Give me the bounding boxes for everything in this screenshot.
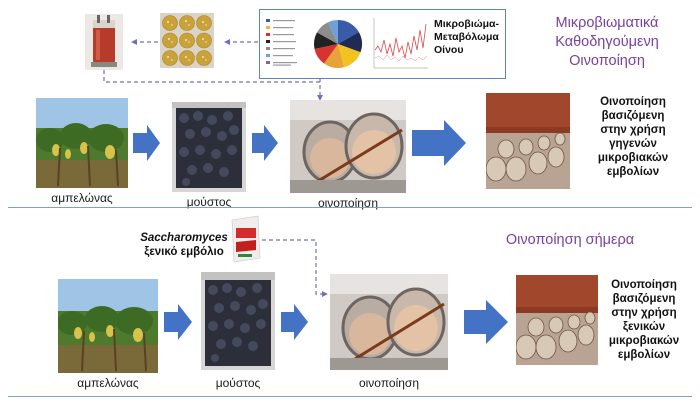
arrow-right-icon bbox=[252, 125, 278, 161]
figure-title-line: Μικροβιώμα- bbox=[434, 18, 499, 30]
result-line: εμβολίων bbox=[606, 166, 660, 178]
microbiome-pie-chart bbox=[313, 19, 362, 68]
heading-line: Καθοδηγούμενη bbox=[555, 34, 659, 50]
step-label-must-top: μούστος bbox=[186, 195, 232, 209]
result-line: βασιζόμενη bbox=[601, 110, 665, 122]
yeast-inoculum: ξενικό εμβόλιο bbox=[144, 246, 224, 258]
figure-title-line: Μεταβόλωμα bbox=[434, 31, 499, 43]
step-label-vineyard-top: αμπελώνας bbox=[51, 191, 113, 205]
result-line: στην χρήση bbox=[600, 124, 666, 136]
microbiome-guided-heading: Μικροβιωματικά Καθοδηγούμενη Οινοποίηση bbox=[522, 14, 692, 71]
result-line: στην χρήση bbox=[611, 307, 677, 319]
step-label-vineyard-bottom: αμπελώνας bbox=[77, 376, 139, 390]
fermentation-photo-top bbox=[290, 100, 406, 193]
saccharomyces-label: Saccharomyces ξενικό εμβόλιο bbox=[138, 231, 230, 259]
step-label-must-bottom: μούστος bbox=[215, 376, 261, 390]
vineyard-photo-bottom bbox=[58, 279, 158, 373]
result-description-bottom: Οινοποίηση βασιζόμενη στην χρήση ξενικών… bbox=[596, 278, 692, 362]
yeast-product-photo bbox=[228, 214, 264, 264]
result-line: εμβολίων bbox=[617, 349, 671, 361]
result-description-top: Οινοποίηση βασιζόμενη στην χρήση γηγενών… bbox=[574, 95, 692, 179]
arrow-right-icon bbox=[412, 120, 466, 166]
result-line: Οινοποίηση bbox=[611, 279, 677, 291]
arrow-right-icon bbox=[464, 300, 508, 344]
result-line: ξενικών bbox=[622, 321, 666, 333]
fermentation-photo-bottom bbox=[330, 274, 448, 370]
must-photo-top bbox=[172, 102, 246, 192]
barrel-cellar-photo-bottom bbox=[516, 275, 598, 365]
figure-title-line: Οίνου bbox=[434, 44, 464, 56]
must-photo-bottom bbox=[201, 272, 275, 370]
step-label-fermentation-bottom: οινοποίηση bbox=[358, 376, 420, 390]
result-line: βασιζόμενη bbox=[612, 293, 676, 305]
microbiome-metabolome-title: Μικροβιώμα- Μεταβόλωμα Οίνου bbox=[434, 18, 504, 57]
yeast-genus: Saccharomyces bbox=[140, 232, 228, 244]
arrow-right-icon bbox=[133, 125, 160, 161]
section-divider bbox=[8, 207, 692, 208]
winemaking-today-heading: Οινοποίηση σήμερα bbox=[505, 232, 635, 248]
pie-legend bbox=[266, 19, 297, 66]
result-line: γηγενών bbox=[609, 138, 657, 150]
barrel-cellar-photo-top bbox=[486, 93, 570, 189]
arrow-right-icon bbox=[164, 304, 192, 340]
heading-line: Οινοποίηση bbox=[569, 53, 645, 69]
heading-line: Μικροβιωματικά bbox=[555, 15, 659, 31]
metabolome-line-graph bbox=[370, 16, 430, 72]
microbiome-metabolome-panel: Μικροβιώμα- Μεταβόλωμα Οίνου bbox=[259, 9, 506, 79]
section-divider-bottom bbox=[8, 396, 692, 397]
result-line: Οινοποίηση bbox=[600, 96, 666, 108]
result-line: μικροβιακών bbox=[597, 152, 669, 164]
bioreactor-photo bbox=[85, 14, 123, 70]
step-label-fermentation-top: οινοποίηση bbox=[317, 196, 379, 210]
result-line: μικροβιακών bbox=[608, 335, 680, 347]
petri-dishes-photo bbox=[160, 13, 214, 68]
arrow-right-icon bbox=[281, 304, 308, 340]
vineyard-photo-top bbox=[36, 98, 128, 188]
